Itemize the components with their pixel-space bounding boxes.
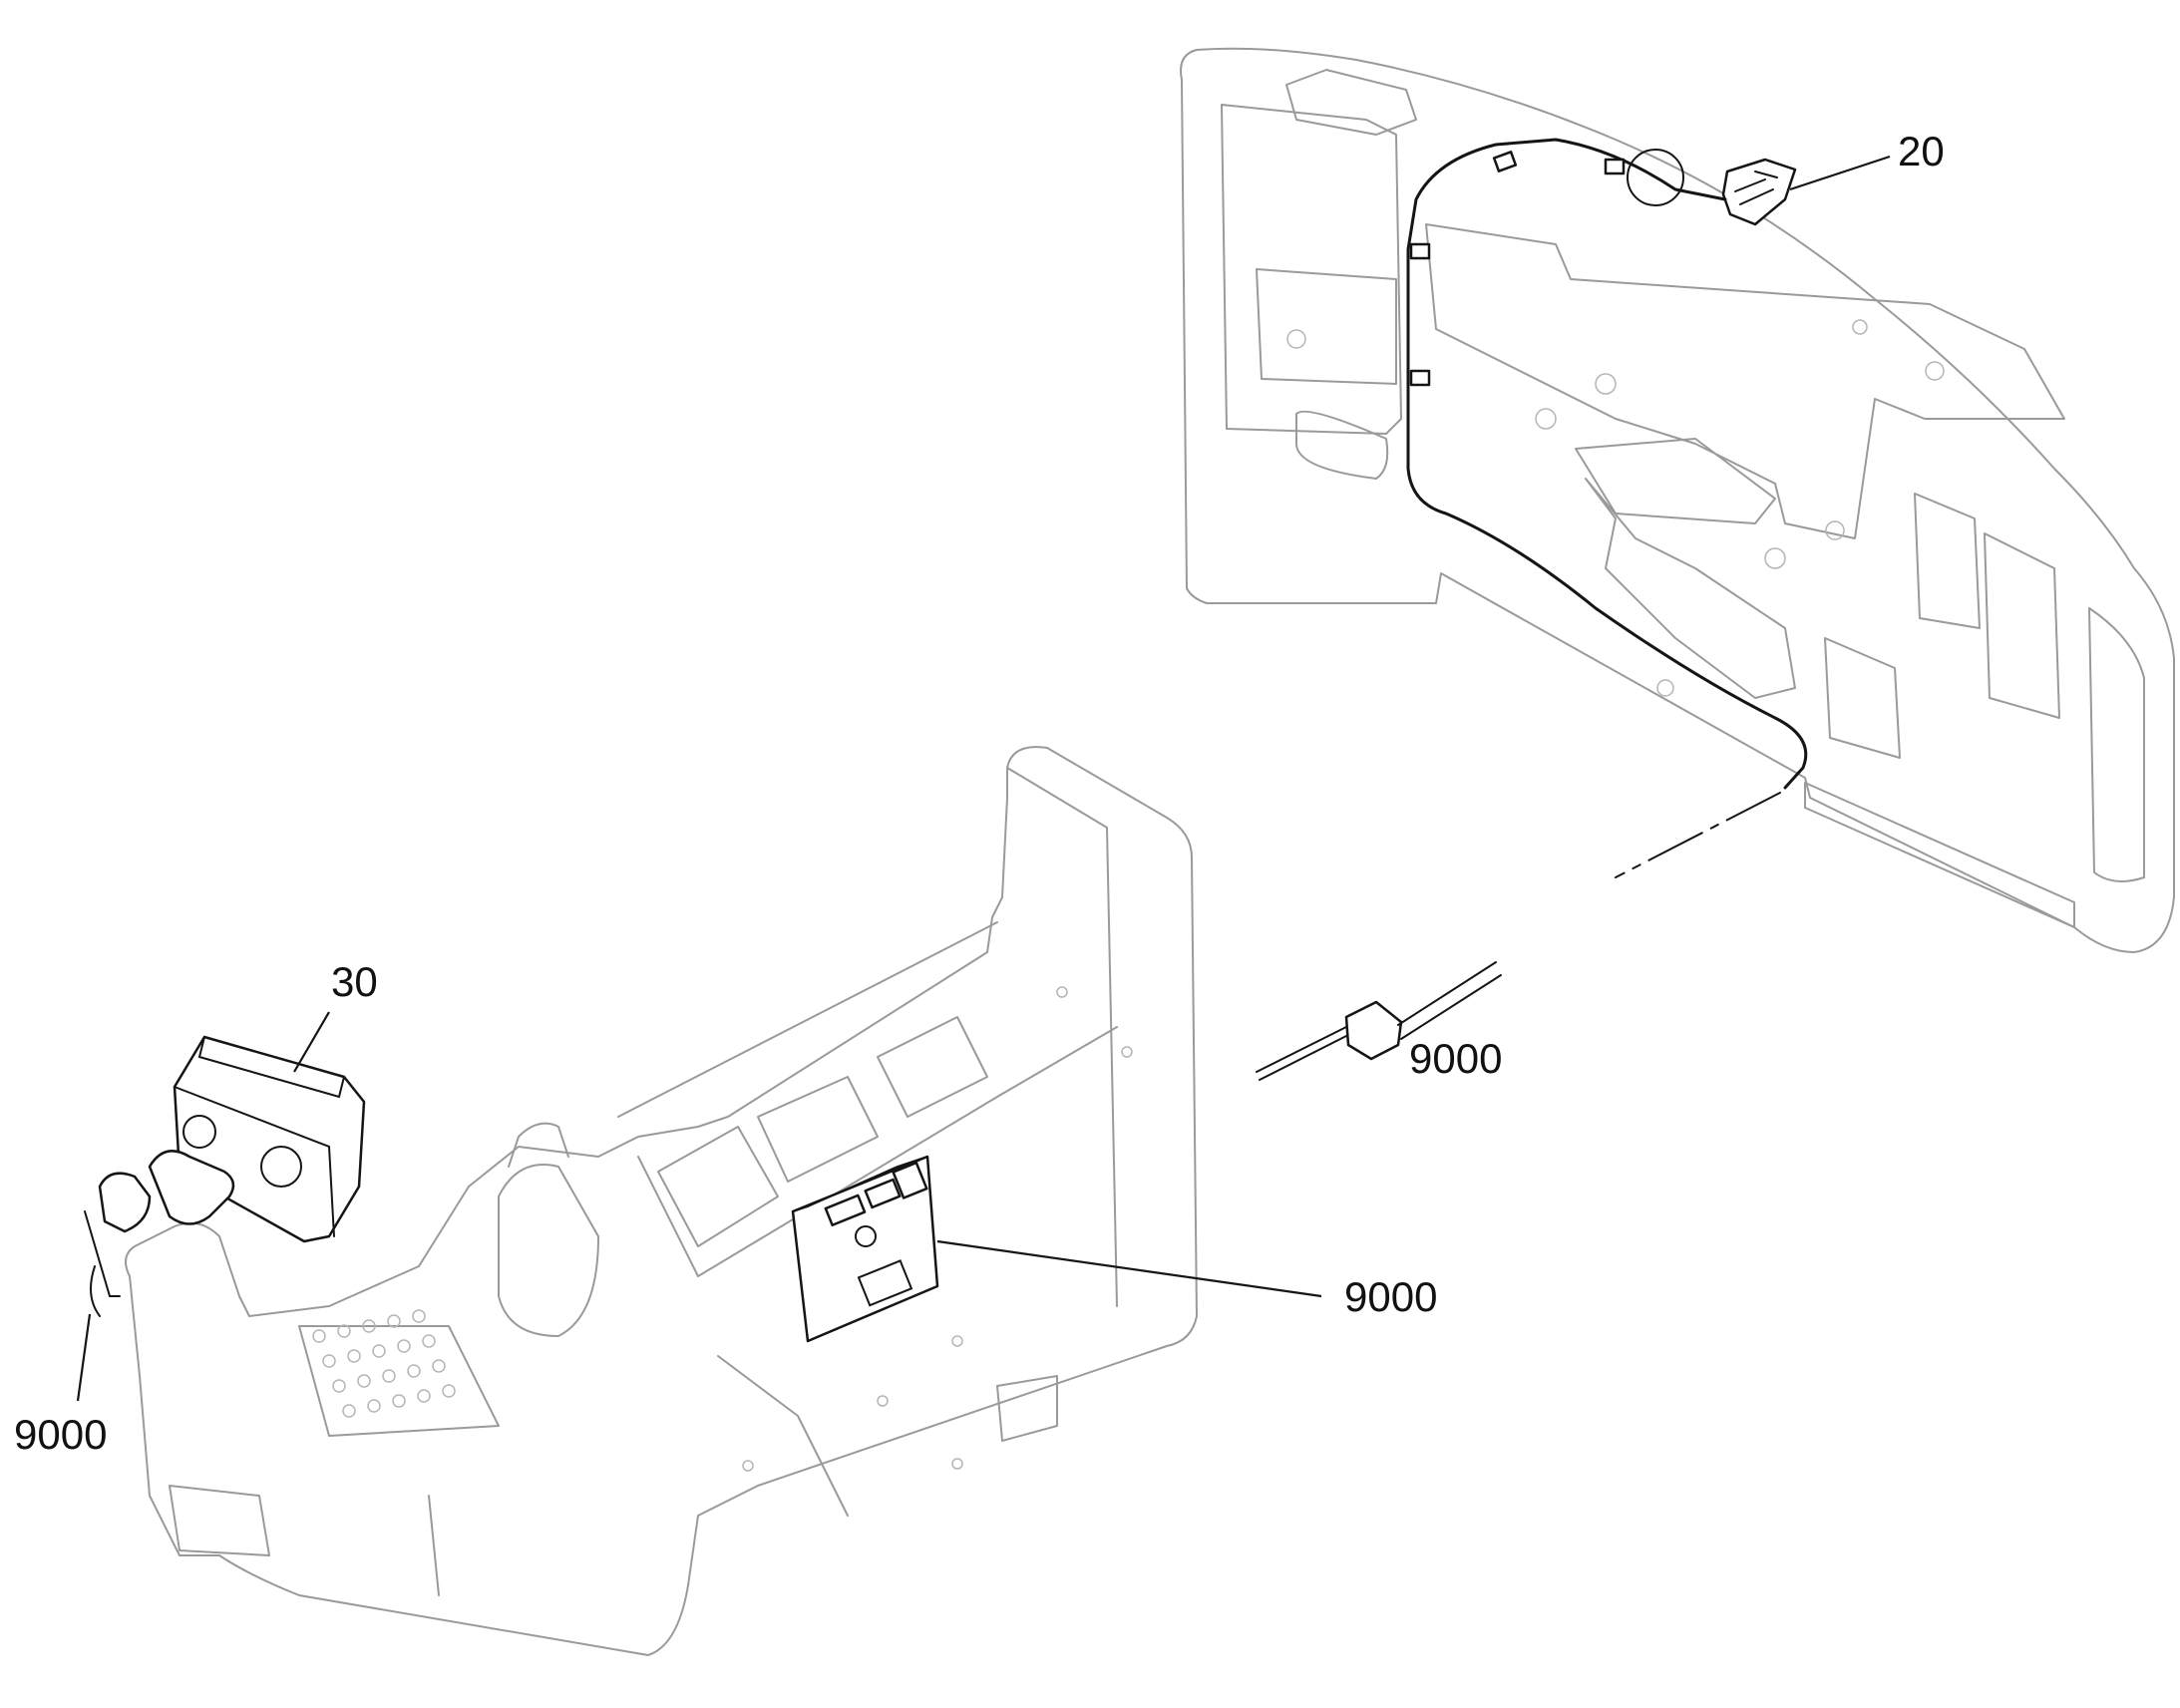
part-20-receiver — [1721, 158, 1797, 226]
cable-connector-9000 — [1256, 961, 1502, 1081]
ram-mount-9000 — [84, 1172, 152, 1317]
harness-cable — [1406, 138, 1808, 878]
rear-housing-outline — [1180, 47, 2175, 953]
callout-9000-module: 9000 — [1344, 1273, 1438, 1320]
callout-9000-mount: 9000 — [14, 1411, 108, 1458]
display-unit-30 — [148, 1035, 366, 1243]
callout-20: 20 — [1898, 128, 1945, 174]
control-module-9000 — [791, 1155, 939, 1343]
leader-lines — [76, 155, 1891, 1402]
callout-9000-cable: 9000 — [1409, 1035, 1503, 1082]
callout-30: 30 — [331, 958, 378, 1005]
operator-console-outline — [125, 746, 1198, 1656]
